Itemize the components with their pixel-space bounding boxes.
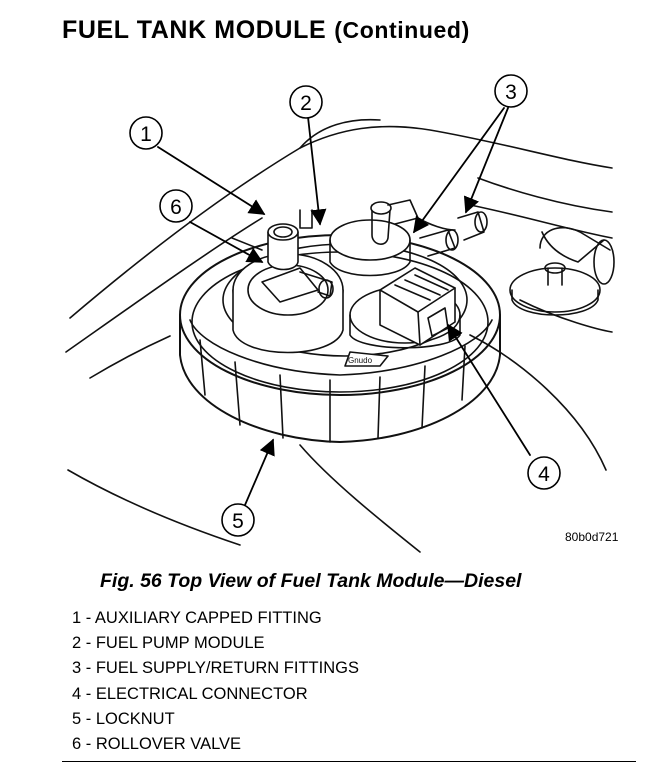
fuel-tank-module-illustration: Gnudo: [65, 74, 615, 553]
callout-6-label: 6: [170, 196, 182, 219]
locknut-ring: [179, 234, 501, 443]
legend-item: 4 - ELECTRICAL CONNECTOR: [72, 684, 308, 703]
flange-stamp-text: Gnudo: [348, 356, 373, 365]
figure-legend: 1 - AUXILIARY CAPPED FITTING 2 - FUEL PU…: [72, 607, 359, 758]
leader-2: [307, 116, 327, 226]
callout-3-label: 3: [505, 81, 517, 104]
callout-4: 4: [527, 456, 561, 490]
callout-4-label: 4: [538, 463, 550, 486]
callout-leaders: [157, 107, 531, 506]
leader-3a: [413, 107, 505, 234]
rollover-valve-housing: [231, 209, 344, 354]
leader-5: [244, 438, 275, 506]
filler-elbow-fitting: [509, 226, 615, 316]
legend-item: 1 - AUXILIARY CAPPED FITTING: [72, 609, 322, 627]
callout-5-label: 5: [232, 510, 244, 533]
bottom-rule: [62, 761, 636, 762]
leader-4: [447, 323, 531, 456]
figure-id: 80b0d721: [565, 530, 619, 544]
heading-continued: (Continued): [334, 17, 470, 43]
legend-item: 3 - FUEL SUPPLY/RETURN FITTINGS: [72, 659, 359, 678]
callout-1-label: 1: [140, 123, 152, 146]
legend-item: 5 - LOCKNUT: [72, 709, 175, 728]
callout-2-label: 2: [300, 92, 312, 115]
figure-caption: Fig. 56 Top View of Fuel Tank Module—Die…: [100, 570, 522, 592]
callout-6: 6: [159, 189, 193, 223]
callout-3: 3: [494, 74, 528, 108]
heading-title: FUEL TANK MODULE: [62, 16, 327, 44]
leader-6: [189, 221, 264, 263]
electrical-connector-housing: [349, 267, 461, 349]
legend-item: 2 - FUEL PUMP MODULE: [72, 634, 265, 653]
callout-2: 2: [289, 85, 323, 119]
callout-markers: 1 2 3 4 5 6: [129, 74, 561, 537]
page-heading: FUEL TANK MODULE (Continued): [62, 16, 470, 45]
leader-1: [157, 146, 266, 215]
callout-5: 5: [221, 503, 255, 537]
legend-item: 6 - ROLLOVER VALVE: [72, 734, 242, 753]
callout-1: 1: [129, 116, 163, 150]
leader-3b: [463, 107, 509, 214]
fuel-pump-module-top: [329, 199, 488, 277]
